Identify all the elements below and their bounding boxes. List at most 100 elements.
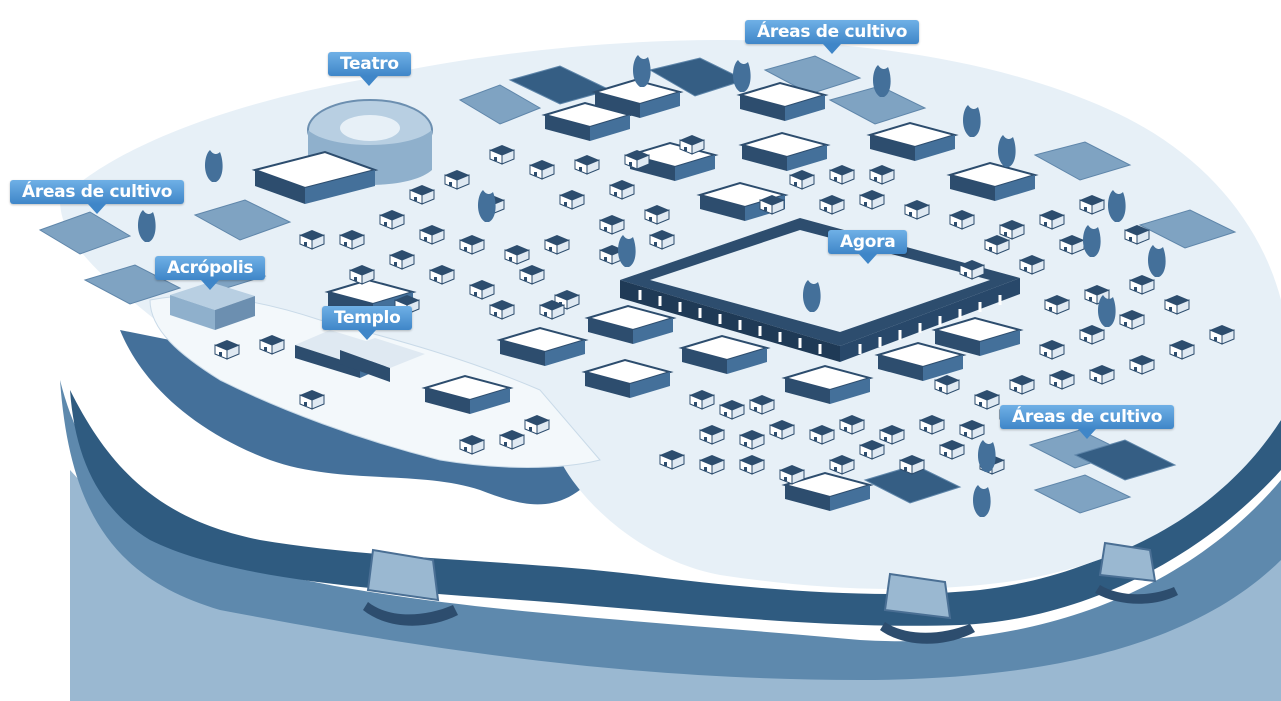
- house: [1209, 325, 1235, 345]
- house: [879, 425, 905, 445]
- cypress-tree: [138, 210, 156, 242]
- label-templo-text: Templo: [322, 306, 413, 330]
- cypress-trees: [138, 55, 1166, 517]
- label-agora-pointer: [858, 254, 877, 264]
- house: [779, 465, 805, 485]
- house: [999, 220, 1025, 240]
- house: [214, 340, 240, 360]
- house: [519, 265, 545, 285]
- cypress-tree: [978, 440, 996, 472]
- temple: [295, 330, 425, 382]
- label-agora-text: Agora: [828, 230, 908, 254]
- house: [859, 440, 885, 460]
- house: [859, 190, 885, 210]
- house: [429, 265, 455, 285]
- house: [469, 280, 495, 300]
- house: [699, 425, 725, 445]
- acropolis-hill: [149, 295, 601, 468]
- house: [379, 210, 405, 230]
- house: [974, 390, 1000, 410]
- house: [524, 415, 550, 435]
- label-templo-pointer: [358, 330, 377, 340]
- house: [419, 225, 445, 245]
- house: [679, 135, 705, 155]
- label-areas-right-text: Áreas de cultivo: [1000, 405, 1175, 429]
- house: [499, 430, 525, 450]
- house: [574, 155, 600, 175]
- label-areas-left: Áreas de cultivo: [10, 180, 185, 214]
- label-agora: Agora: [828, 230, 908, 264]
- label-teatro-pointer: [360, 76, 379, 86]
- cypress-tree: [205, 150, 223, 182]
- cypress-tree: [1098, 295, 1116, 327]
- label-areas-right: Áreas de cultivo: [1000, 405, 1175, 439]
- house: [459, 435, 485, 455]
- house: [699, 455, 725, 475]
- house: [609, 180, 635, 200]
- cypress-tree: [633, 55, 651, 87]
- house: [1089, 365, 1115, 385]
- house: [339, 230, 365, 250]
- house: [299, 230, 325, 250]
- house: [599, 215, 625, 235]
- house: [719, 400, 745, 420]
- house: [759, 195, 785, 215]
- cypress-tree: [1083, 225, 1101, 257]
- house: [349, 265, 375, 285]
- label-areas-top: Áreas de cultivo: [745, 20, 920, 54]
- cypress-tree: [1108, 190, 1126, 222]
- house: [769, 420, 795, 440]
- house: [899, 455, 925, 475]
- house: [984, 235, 1010, 255]
- label-areas-top-pointer: [823, 44, 842, 54]
- house: [644, 205, 670, 225]
- label-areas-right-pointer: [1078, 429, 1097, 439]
- acropolis-building: [170, 282, 255, 330]
- house: [259, 335, 285, 355]
- cypress-tree: [803, 280, 821, 312]
- label-areas-top-text: Áreas de cultivo: [745, 20, 920, 44]
- cypress-tree: [478, 190, 496, 222]
- label-acropolis-text: Acrópolis: [155, 256, 266, 280]
- cypress-tree: [1148, 245, 1166, 277]
- house: [649, 230, 675, 250]
- house: [1079, 195, 1105, 215]
- house: [489, 145, 515, 165]
- house: [919, 415, 945, 435]
- house: [559, 190, 585, 210]
- cypress-tree: [733, 60, 751, 92]
- house: [1044, 295, 1070, 315]
- house: [659, 450, 685, 470]
- house: [1049, 370, 1075, 390]
- house: [1039, 340, 1065, 360]
- house: [489, 300, 515, 320]
- house: [829, 165, 855, 185]
- house: [444, 170, 470, 190]
- house: [904, 200, 930, 220]
- cypress-tree: [998, 135, 1016, 167]
- label-areas-left-pointer: [88, 204, 107, 214]
- cultivation-fields: [38, 55, 1237, 514]
- house: [1079, 325, 1105, 345]
- house: [1124, 225, 1150, 245]
- label-acropolis: Acrópolis: [155, 256, 266, 290]
- stoa-buildings: [251, 78, 1039, 511]
- house: [1129, 355, 1155, 375]
- cypress-tree: [618, 235, 636, 267]
- house: [934, 375, 960, 395]
- cypress-tree: [973, 485, 991, 517]
- house: [839, 415, 865, 435]
- house: [949, 210, 975, 230]
- ships: [363, 541, 1178, 644]
- house: [689, 390, 715, 410]
- house: [409, 185, 435, 205]
- house: [1169, 340, 1195, 360]
- house: [1019, 255, 1045, 275]
- house: [529, 160, 555, 180]
- house: [459, 235, 485, 255]
- house: [1129, 275, 1155, 295]
- house: [544, 235, 570, 255]
- house: [789, 170, 815, 190]
- house: [959, 260, 985, 280]
